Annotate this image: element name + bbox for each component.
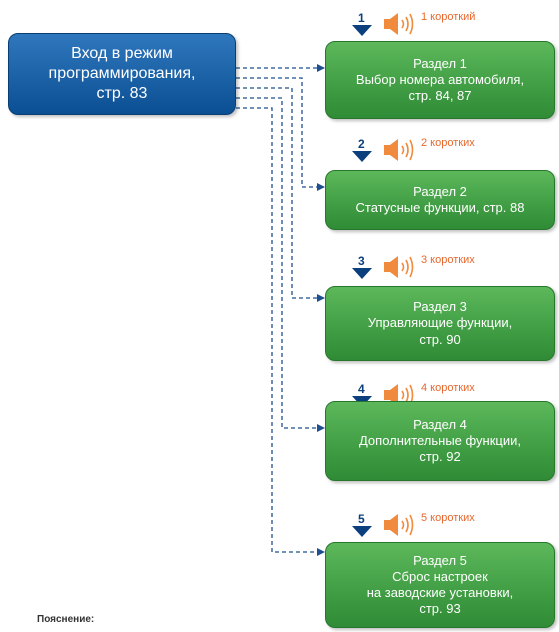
signal-5: 5 5 коротких — [352, 512, 552, 546]
section-line: Раздел 1 — [413, 55, 467, 71]
section-line: Управляющие функции, — [367, 315, 513, 331]
section-line: стр. 92 — [419, 449, 461, 465]
section-box-4: Раздел 4 Дополнительные функции, стр. 92 — [325, 401, 555, 481]
down-arrow-icon — [352, 151, 372, 162]
section-line: Раздел 2 — [413, 183, 467, 199]
signal-text: 3 коротких — [421, 254, 475, 266]
entry-line-2: программирования, — [48, 65, 196, 82]
speaker-icon — [384, 13, 414, 35]
speaker-icon — [384, 256, 414, 278]
section-line: Раздел 4 — [413, 416, 467, 432]
entry-line-1: Вход в режим — [71, 45, 173, 62]
section-box-3: Раздел 3 Управляющие функции, стр. 90 — [325, 286, 555, 361]
connector-2 — [236, 77, 325, 191]
signal-text: 2 коротких — [421, 137, 475, 149]
down-arrow-icon — [352, 526, 372, 537]
signal-1: 1 1 короткий — [352, 11, 552, 45]
signal-2: 2 2 коротких — [352, 137, 552, 171]
section-line: стр. 93 — [419, 601, 461, 617]
signal-3: 3 3 коротких — [352, 254, 552, 288]
section-line: Выбор номера автомобиля, — [355, 71, 525, 87]
footer-note: Пояснение: — [37, 614, 95, 625]
section-line: Сброс настроек — [392, 568, 488, 584]
section-line: на заводские установки, — [366, 585, 514, 600]
down-arrow-icon — [352, 268, 372, 279]
section-line: стр. 84, 87 — [408, 88, 472, 104]
entry-line-3: стр. 83 — [96, 85, 148, 102]
section-box-2: Раздел 2 Статусные функции, стр. 88 — [325, 170, 555, 230]
signal-number: 1 — [358, 11, 365, 25]
section-box-1: Раздел 1 Выбор номера автомобиля, стр. 8… — [325, 41, 555, 119]
signal-number: 4 — [358, 382, 365, 396]
signal-text: 4 коротких — [421, 382, 475, 394]
entry-box: Вход в режим программирования, стр. 83 — [8, 33, 236, 115]
signal-number: 3 — [358, 254, 365, 268]
connector-4 — [236, 97, 325, 432]
speaker-icon — [384, 139, 414, 161]
section-line: Дополнительные функции, — [358, 432, 522, 448]
signal-number: 5 — [358, 512, 365, 526]
section-line: Статусные функции, стр. 88 — [355, 200, 525, 215]
signal-text: 1 короткий — [421, 11, 476, 23]
down-arrow-icon — [352, 25, 372, 36]
section-box-5: Раздел 5 Сброс настроек на заводские уст… — [325, 542, 555, 628]
signal-text: 5 коротких — [421, 512, 475, 524]
connector-3 — [236, 87, 325, 302]
section-line: стр. 90 — [419, 331, 461, 347]
signal-number: 2 — [358, 137, 365, 151]
section-line: Раздел 3 — [413, 299, 467, 315]
speaker-icon — [384, 514, 414, 536]
connector-5 — [236, 107, 325, 556]
section-line: Раздел 5 — [413, 552, 467, 568]
